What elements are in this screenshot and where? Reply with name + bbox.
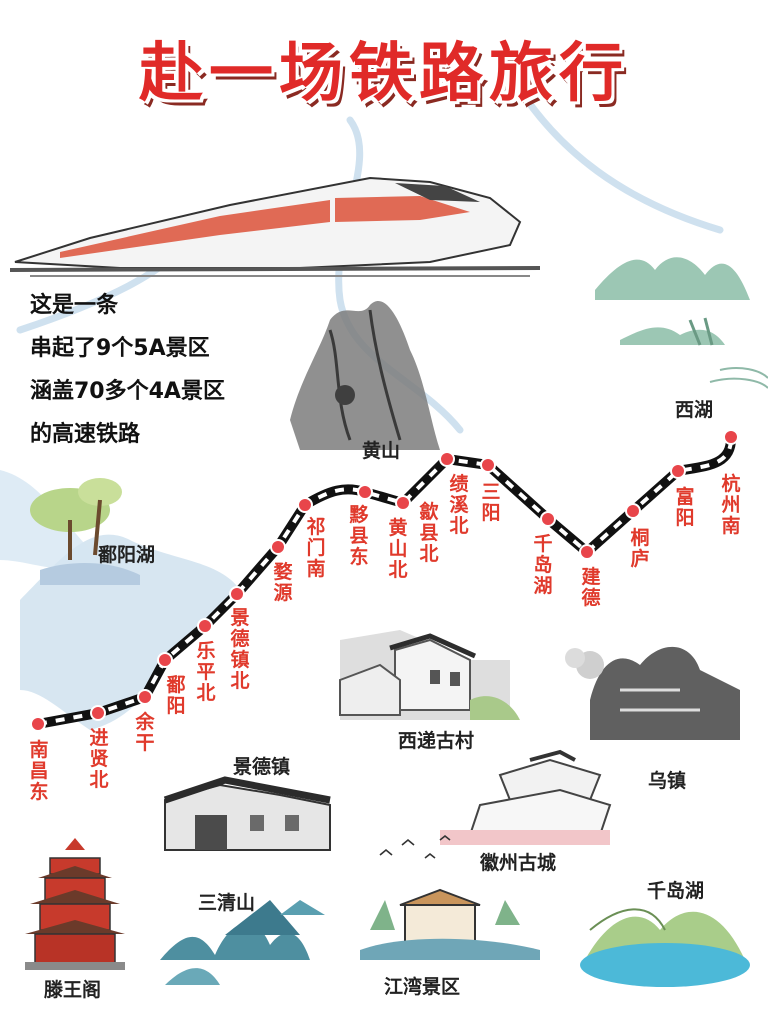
place-label-sanqingshan: 三清山 bbox=[198, 892, 256, 914]
station-dot bbox=[229, 586, 245, 602]
poyang-lake-tree-illustration bbox=[30, 478, 140, 585]
intro-line: 涵盖70多个4A景区 bbox=[30, 379, 225, 404]
station-dot bbox=[30, 716, 46, 732]
station-dot bbox=[670, 463, 686, 479]
place-label-jingdezhen: 景德镇 bbox=[233, 756, 291, 778]
intro-text: 这是一条 串起了9个5A景区 涵盖70多个4A景区 的高速铁路 bbox=[30, 284, 225, 456]
place-label-jiangwan: 江湾景区 bbox=[384, 976, 461, 998]
station-dot bbox=[625, 503, 641, 519]
station-label-yugan: 余干 bbox=[135, 711, 155, 754]
station-dot bbox=[90, 705, 106, 721]
station-label-qimennan: 祁门南 bbox=[306, 516, 326, 580]
station-label-tonglu: 桐庐 bbox=[630, 527, 650, 570]
station-label-shexianbei: 歙县北 bbox=[419, 501, 439, 565]
xidi-village-illustration bbox=[339, 630, 520, 720]
station-dot bbox=[270, 539, 286, 555]
sanqingshan-mountains-illustration bbox=[160, 900, 325, 985]
station-label-jiande: 建德 bbox=[581, 566, 601, 609]
station-dot bbox=[439, 451, 455, 467]
place-label-xihu: 西湖 bbox=[675, 399, 714, 421]
page-title: 赴一场铁路旅行 bbox=[139, 37, 629, 111]
station-label-jinxianbei: 进贤北 bbox=[89, 727, 109, 791]
place-label-tengwangge: 滕王阁 bbox=[44, 979, 102, 1001]
station-dot bbox=[579, 544, 595, 560]
station-dot bbox=[480, 457, 496, 473]
tengwang-pavilion-illustration bbox=[25, 838, 125, 970]
station-label-hangzhounan: 杭州南 bbox=[721, 473, 741, 537]
station-dots bbox=[30, 429, 739, 732]
place-label-qiandaohu-scenic: 千岛湖 bbox=[647, 880, 705, 902]
station-label-qiandaohu: 千岛湖 bbox=[533, 533, 553, 597]
railway-route bbox=[33, 432, 737, 729]
place-label-huizhou: 徽州古城 bbox=[480, 852, 557, 874]
station-dot bbox=[723, 429, 739, 445]
station-label-poyang: 鄱阳 bbox=[166, 674, 186, 717]
station-label-huangshanbei: 黄山北 bbox=[388, 517, 408, 581]
station-dot bbox=[357, 484, 373, 500]
station-label-wuyuan: 婺源 bbox=[273, 561, 293, 604]
intro-line: 的高速铁路 bbox=[30, 422, 141, 447]
intro-line: 串起了9个5A景区 bbox=[30, 336, 210, 361]
qiandao-lake-illustration bbox=[580, 908, 750, 987]
station-dot bbox=[297, 497, 313, 513]
station-dot bbox=[395, 495, 411, 511]
west-lake-hills bbox=[595, 257, 768, 389]
station-label-nanchangdong: 南昌东 bbox=[29, 739, 49, 803]
wuzhen-illustration bbox=[565, 646, 740, 740]
place-label-huangshan: 黄山 bbox=[362, 440, 401, 462]
huizhou-city-illustration bbox=[379, 749, 612, 859]
jingdezhen-building-illustration bbox=[163, 776, 331, 851]
place-label-xidi: 西递古村 bbox=[398, 730, 475, 752]
train-illustration bbox=[9, 176, 541, 277]
station-label-yixiandong: 黟县东 bbox=[349, 504, 369, 568]
huangshan-mountain-illustration bbox=[290, 301, 440, 450]
station-dot bbox=[197, 618, 213, 634]
station-dot bbox=[157, 652, 173, 668]
station-dot bbox=[137, 689, 153, 705]
station-label-jingdezhenbei: 景德镇北 bbox=[230, 607, 250, 692]
place-label-poyanghu: 鄱阳湖 bbox=[98, 544, 156, 566]
station-label-sanyang: 三阳 bbox=[481, 481, 501, 524]
station-label-lepingbei: 乐平北 bbox=[196, 640, 216, 704]
station-label-fuyang: 富阳 bbox=[675, 486, 695, 529]
place-label-wuzhen: 乌镇 bbox=[648, 770, 687, 792]
station-label-jixibei: 绩溪北 bbox=[449, 473, 469, 537]
jiangwan-pavilion-illustration bbox=[360, 888, 540, 960]
station-dot bbox=[540, 511, 556, 527]
intro-line: 这是一条 bbox=[30, 293, 119, 318]
